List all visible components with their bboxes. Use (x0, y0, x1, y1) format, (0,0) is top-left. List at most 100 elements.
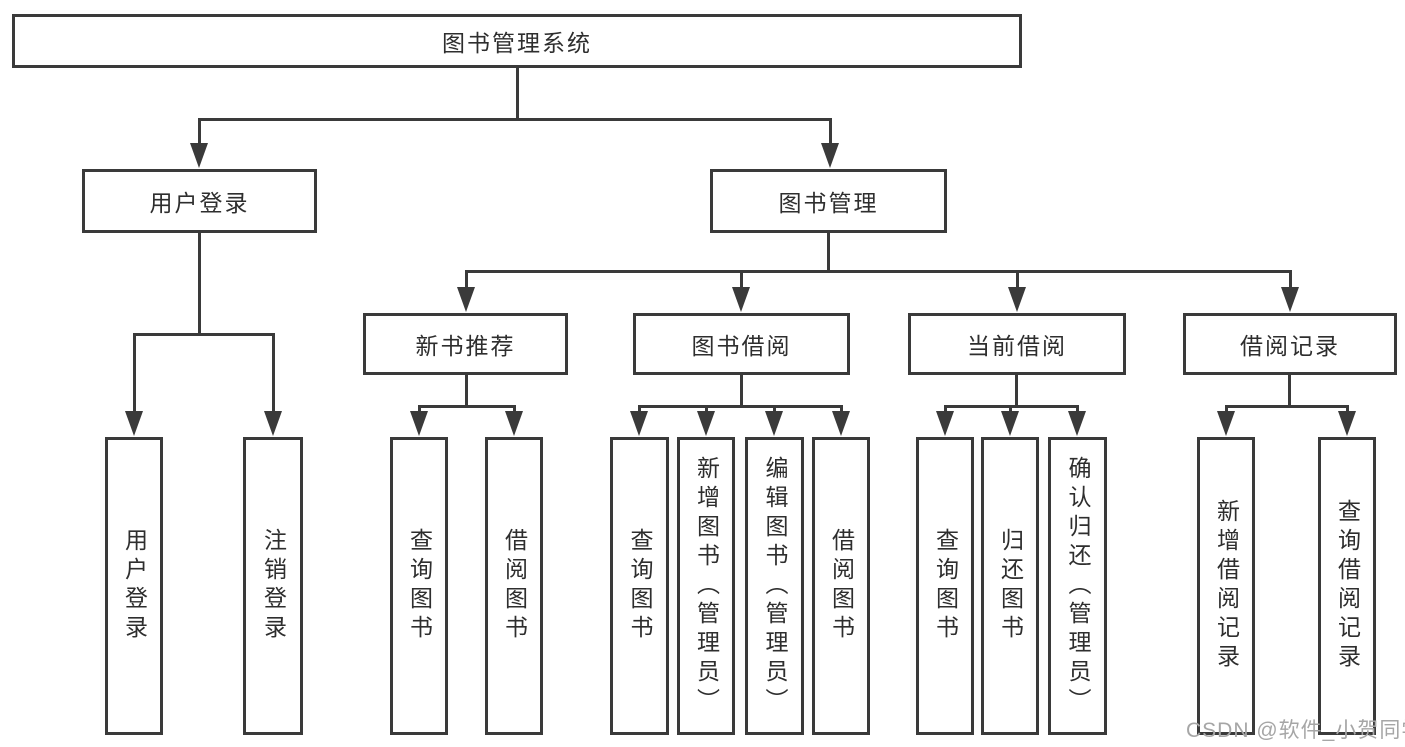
arrowhead (505, 411, 523, 436)
arrow-down-icon (936, 405, 954, 436)
node-new-book-recommend: 新书推荐 (363, 313, 568, 375)
arrowhead (630, 411, 648, 436)
leaf-borrow-books-recommend: 借阅图书 (485, 437, 543, 735)
arrow-down-icon (832, 405, 850, 436)
arrowhead (1217, 411, 1235, 436)
leaf-query-books-borrowing: 查询图书 (610, 437, 669, 735)
node-book-borrowing: 图书借阅 (633, 313, 850, 375)
arrow-shaft (512, 405, 516, 416)
arrowhead (732, 287, 750, 312)
arrowhead (1281, 287, 1299, 312)
connector-line (827, 233, 830, 273)
arrow-down-icon (821, 118, 839, 168)
arrow-shaft (828, 118, 832, 148)
arrowhead (697, 411, 715, 436)
arrow-shaft (637, 405, 641, 416)
arrowhead (457, 287, 475, 312)
leaf-label: 编辑图书（管理员） (762, 455, 788, 717)
node-book-management: 图书管理 (710, 169, 947, 233)
leaf-label: 查询借阅记录 (1334, 499, 1361, 673)
arrow-down-icon (1068, 405, 1086, 436)
leaf-query-borrow-record: 查询借阅记录 (1318, 437, 1376, 735)
connector-line (1288, 375, 1291, 408)
arrowhead (832, 411, 850, 436)
arrow-down-icon (1008, 270, 1026, 312)
leaf-query-books-current: 查询图书 (916, 437, 974, 735)
arrow-shaft (1075, 405, 1079, 416)
node-borrowing-records: 借阅记录 (1183, 313, 1397, 375)
arrowhead (190, 143, 208, 168)
arrow-shaft (772, 405, 776, 416)
node-label: 图书借阅 (691, 333, 792, 359)
arrow-shaft (417, 405, 421, 416)
leaf-query-books-recommend: 查询图书 (390, 437, 448, 735)
arrow-shaft (1008, 405, 1012, 416)
arrow-shaft (132, 333, 136, 416)
connector-line (1225, 405, 1348, 408)
node-label: 新书推荐 (415, 333, 516, 359)
leaf-label: 借阅图书 (501, 528, 528, 644)
arrow-down-icon (1001, 405, 1019, 436)
leaf-label: 查询图书 (406, 528, 433, 644)
leaf-borrow-books: 借阅图书 (812, 437, 870, 735)
leaf-logout: 注销登录 (243, 437, 303, 735)
arrow-down-icon (125, 333, 143, 436)
arrow-down-icon (410, 405, 428, 436)
node-label: 用户登录 (149, 190, 250, 216)
arrow-down-icon (1338, 405, 1356, 436)
connector-line (638, 405, 843, 408)
node-label: 图书管理 (778, 190, 879, 216)
arrow-shaft (943, 405, 947, 416)
arrow-down-icon (457, 270, 475, 312)
arrowhead (1001, 411, 1019, 436)
connector-line (465, 270, 1292, 273)
leaf-edit-book-admin: 编辑图书（管理员） (745, 437, 804, 735)
arrow-shaft (1224, 405, 1228, 416)
connector-line (944, 405, 1079, 408)
arrowhead (765, 411, 783, 436)
node-user-login: 用户登录 (82, 169, 317, 233)
leaf-label: 查询图书 (627, 528, 653, 644)
arrow-down-icon (264, 333, 282, 436)
leaf-label: 查询图书 (932, 528, 959, 644)
leaf-label: 新增图书（管理员） (693, 455, 720, 717)
node-label: 当前借阅 (967, 333, 1067, 359)
leaf-confirm-return-admin: 确认归还（管理员） (1048, 437, 1107, 735)
arrowhead (125, 411, 143, 436)
leaf-add-borrow-record: 新增借阅记录 (1197, 437, 1255, 735)
leaf-label: 确认归还（管理员） (1065, 455, 1091, 717)
arrow-shaft (197, 118, 201, 148)
arrow-shaft (1015, 270, 1019, 292)
leaf-return-book: 归还图书 (981, 437, 1039, 735)
arrow-down-icon (732, 270, 750, 312)
connector-line (198, 118, 831, 121)
arrow-shaft (739, 270, 743, 292)
connector-line (516, 68, 519, 121)
arrow-shaft (839, 405, 843, 416)
connector-line (133, 333, 274, 336)
csdn-watermark: CSDN @软件_小贺同学 (1186, 719, 1405, 742)
connector-line (418, 405, 516, 408)
leaf-user-login: 用户登录 (105, 437, 163, 735)
arrow-shaft (704, 405, 708, 416)
arrow-shaft (1288, 270, 1292, 292)
leaf-label: 归还图书 (997, 528, 1024, 644)
arrowhead (936, 411, 954, 436)
node-label: 借阅记录 (1240, 333, 1340, 359)
arrow-down-icon (190, 118, 208, 168)
leaf-label: 注销登录 (260, 528, 287, 644)
arrow-down-icon (1217, 405, 1235, 436)
node-current-borrowing: 当前借阅 (908, 313, 1126, 375)
leaf-add-book-admin: 新增图书（管理员） (677, 437, 735, 735)
node-library-system: 图书管理系统 (12, 14, 1022, 68)
arrowhead (1008, 287, 1026, 312)
connector-line (465, 375, 468, 408)
connector-line (198, 233, 201, 336)
leaf-label: 用户登录 (121, 528, 148, 644)
arrow-shaft (271, 333, 275, 416)
arrowhead (1338, 411, 1356, 436)
arrow-down-icon (765, 405, 783, 436)
node-label: 图书管理系统 (442, 30, 592, 56)
leaf-label: 借阅图书 (828, 528, 855, 644)
